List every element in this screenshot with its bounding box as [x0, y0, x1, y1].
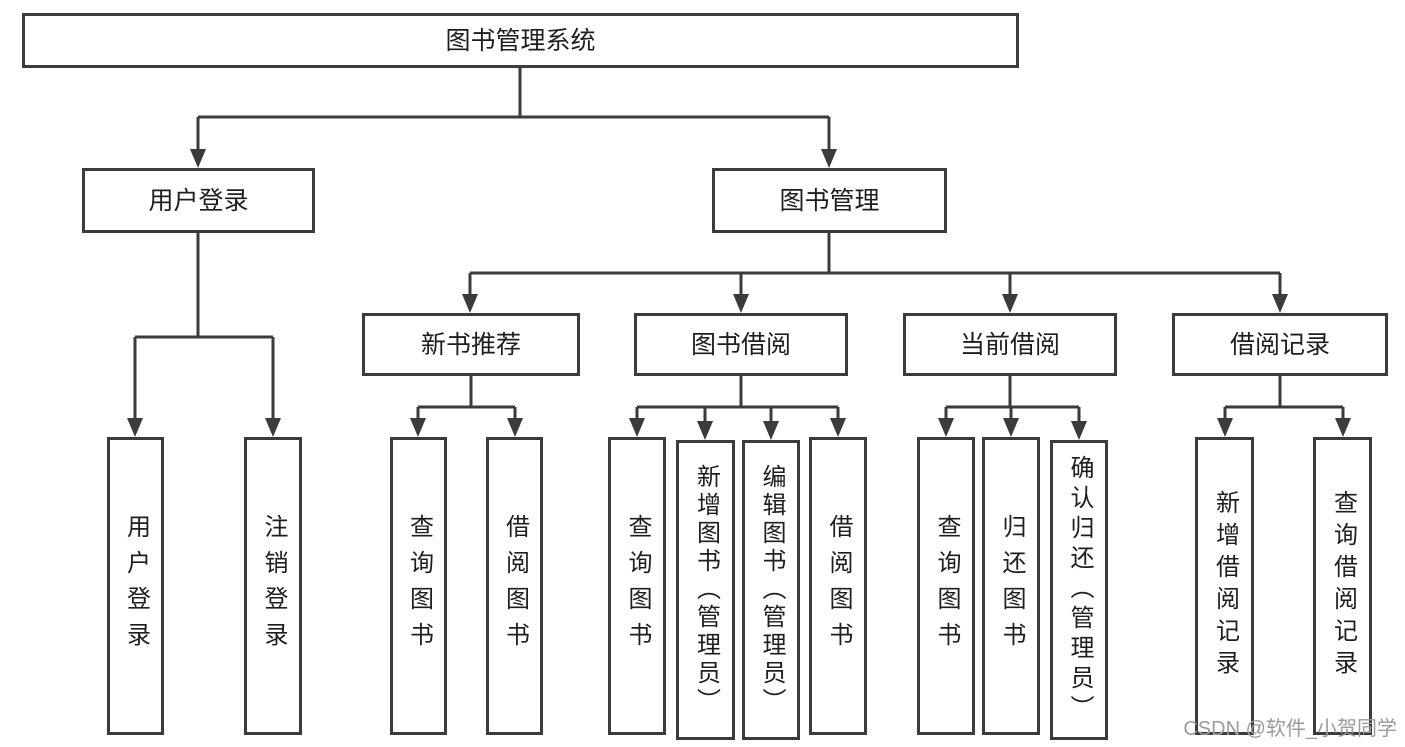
leaf-add-borrow-record: 新增借阅记录	[1195, 437, 1254, 735]
leaf-label: 注销登录	[260, 514, 287, 658]
node-label: 图书管理系统	[445, 26, 596, 55]
leaf-label: 用户登录	[122, 514, 150, 658]
leaf-add-book-admin: 新增图书（管理员）	[676, 440, 735, 740]
leaf-label: 归还图书	[998, 514, 1025, 658]
leaf-label: 查询图书	[624, 514, 651, 658]
leaf-label: 借阅图书	[501, 514, 529, 658]
node-label: 新书推荐	[420, 330, 521, 359]
leaf-search-borrow-record: 查询借阅记录	[1313, 437, 1372, 735]
leaf-label: 新增借阅记录	[1211, 490, 1239, 682]
node-label: 当前借阅	[959, 330, 1060, 359]
leaf-logout: 注销登录	[244, 437, 302, 735]
node-label: 图书管理	[779, 186, 880, 215]
csdn-watermark: CSDN @软件_小贺同学	[1183, 718, 1397, 740]
leaf-borrow-books-recommend: 借阅图书	[486, 437, 543, 735]
leaf-label: 查询图书	[933, 514, 960, 658]
node-user-login-branch: 用户登录	[82, 168, 315, 233]
leaf-search-books-current: 查询图书	[917, 437, 975, 735]
leaf-label: 查询借阅记录	[1329, 490, 1357, 682]
node-label: 借阅记录	[1229, 330, 1330, 359]
leaf-borrow-books-borrowing: 借阅图书	[809, 437, 867, 735]
leaf-edit-book-admin: 编辑图书（管理员）	[742, 440, 800, 740]
node-label: 用户登录	[148, 186, 249, 215]
leaf-label: 编辑图书（管理员）	[758, 464, 785, 716]
node-book-borrowing: 图书借阅	[634, 313, 848, 376]
leaf-label: 查询图书	[405, 514, 433, 658]
leaf-label: 新增图书（管理员）	[692, 464, 720, 716]
leaf-return-book: 归还图书	[982, 437, 1040, 735]
node-label: 图书借阅	[690, 330, 791, 359]
node-book-management-branch: 图书管理	[712, 168, 947, 233]
node-borrowing-records: 借阅记录	[1172, 313, 1388, 376]
node-new-book-recommend: 新书推荐	[362, 313, 580, 376]
leaf-search-books-recommend: 查询图书	[390, 437, 447, 735]
node-library-management-system: 图书管理系统	[22, 13, 1019, 68]
leaf-search-books-borrowing: 查询图书	[608, 437, 666, 735]
leaf-label: 借阅图书	[825, 514, 852, 658]
leaf-label: 确认归还（管理员）	[1066, 455, 1093, 725]
leaf-user-login: 用户登录	[107, 437, 164, 735]
node-current-borrowing: 当前借阅	[903, 313, 1117, 376]
arrowheads	[127, 149, 1351, 440]
leaf-confirm-return-admin: 确认归还（管理员）	[1050, 440, 1108, 740]
